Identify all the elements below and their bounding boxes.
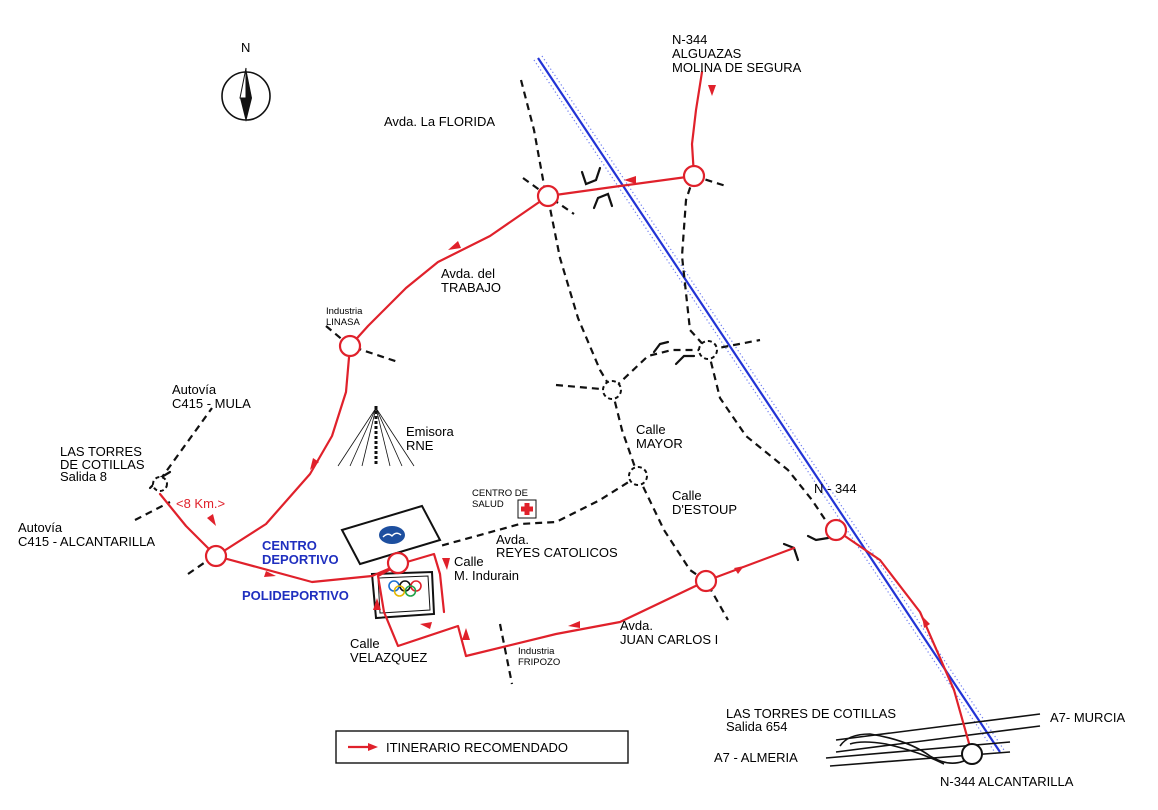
label-torres654-2: Salida 654 bbox=[726, 719, 787, 734]
arrow-icon bbox=[568, 621, 580, 628]
label-trabajo-1: Avda. del bbox=[441, 266, 495, 281]
label-velazquez-2: VELAZQUEZ bbox=[350, 650, 427, 665]
secondary-roads bbox=[134, 79, 833, 685]
label-torres654-1: LAS TORRES DE COTILLAS bbox=[726, 706, 896, 721]
polideportivo-building bbox=[370, 570, 436, 620]
arrow-icon bbox=[708, 85, 716, 96]
radio-tower-icon bbox=[337, 406, 415, 467]
label-mula-2: C415 - MULA bbox=[172, 396, 251, 411]
arrow-icon bbox=[624, 176, 636, 184]
label-n344-bottom: N-344 ALCANTARILLA bbox=[940, 774, 1074, 789]
arrow-icon bbox=[922, 616, 930, 628]
label-a7-almeria: A7 - ALMERIA bbox=[714, 750, 798, 765]
arrow-icon bbox=[420, 622, 432, 629]
label-linasa-1: Industria bbox=[326, 306, 363, 317]
label-mayor-1: Calle bbox=[636, 422, 666, 437]
label-emisora-1: Emisora bbox=[406, 424, 454, 439]
label-indurain-1: Calle bbox=[454, 554, 484, 569]
arrow-icon bbox=[264, 571, 276, 577]
label-velazquez-1: Calle bbox=[350, 636, 380, 651]
label-torres8-1: LAS TORRES bbox=[60, 444, 142, 459]
label-fripozo-2: FRIPOZO bbox=[518, 657, 560, 668]
recommended-route bbox=[158, 70, 974, 756]
swimming-icon bbox=[379, 526, 405, 544]
label-reyes-2: REYES CATOLICOS bbox=[496, 545, 618, 560]
label-juancarlos-1: Avda. bbox=[620, 618, 653, 633]
label-indurain-2: M. Indurain bbox=[454, 568, 519, 583]
arrow-icon bbox=[442, 558, 450, 570]
roundabouts bbox=[152, 164, 983, 765]
label-estoup-1: Calle bbox=[672, 488, 702, 503]
label-centro-1: CENTRO bbox=[262, 538, 317, 553]
label-torres8-3: Salida 8 bbox=[60, 469, 107, 484]
compass-north-label: N bbox=[241, 40, 250, 55]
arrow-icon bbox=[207, 514, 216, 526]
label-florida: Avda. La FLORIDA bbox=[384, 114, 495, 129]
label-alguazas: ALGUAZAS bbox=[672, 46, 742, 61]
label-salud-2: SALUD bbox=[472, 499, 504, 510]
label-mula-1: Autovía bbox=[172, 382, 217, 397]
label-estoup-2: D'ESTOUP bbox=[672, 502, 737, 517]
label-n344-mid: N - 344 bbox=[814, 481, 857, 496]
label-alcantarilla-1: Autovía bbox=[18, 520, 63, 535]
red-cross-icon bbox=[517, 499, 537, 519]
railway-line bbox=[533, 55, 1005, 755]
label-linasa-2: LINASA bbox=[326, 317, 360, 328]
arrow-icon bbox=[310, 458, 319, 470]
label-a7-murcia: A7- MURCIA bbox=[1050, 710, 1125, 725]
compass-icon bbox=[221, 67, 271, 122]
label-torres8-2: DE COTILLAS bbox=[60, 457, 145, 472]
legend: ITINERARIO RECOMENDADO bbox=[335, 730, 629, 764]
label-trabajo-2: TRABAJO bbox=[441, 280, 501, 295]
label-reyes-1: Avda. bbox=[496, 532, 529, 547]
label-km: <8 Km.> bbox=[176, 496, 225, 511]
label-polideportivo: POLIDEPORTIVO bbox=[242, 588, 349, 603]
label-salud-1: CENTRO DE bbox=[472, 488, 528, 499]
olympic-rings-icon bbox=[388, 580, 422, 597]
centro-deportivo-building bbox=[340, 504, 442, 566]
label-mayor-2: MAYOR bbox=[636, 436, 683, 451]
label-centro-2: DEPORTIVO bbox=[262, 552, 339, 567]
legend-label: ITINERARIO RECOMENDADO bbox=[386, 740, 568, 755]
label-fripozo-1: Industria bbox=[518, 646, 555, 657]
label-molina: MOLINA DE SEGURA bbox=[672, 60, 802, 75]
motorway-a7 bbox=[825, 713, 1041, 767]
arrow-icon bbox=[448, 241, 461, 250]
label-juancarlos-2: JUAN CARLOS I bbox=[620, 632, 718, 647]
label-alcantarilla-2: C415 - ALCANTARILLA bbox=[18, 534, 155, 549]
label-emisora-2: RNE bbox=[406, 438, 434, 453]
arrow-icon bbox=[373, 598, 381, 610]
label-n344-top: N-344 bbox=[672, 32, 707, 47]
arrow-icon bbox=[368, 743, 378, 751]
arrow-icon bbox=[734, 566, 744, 574]
route-arrows bbox=[207, 85, 930, 640]
arrow-icon bbox=[462, 628, 470, 640]
